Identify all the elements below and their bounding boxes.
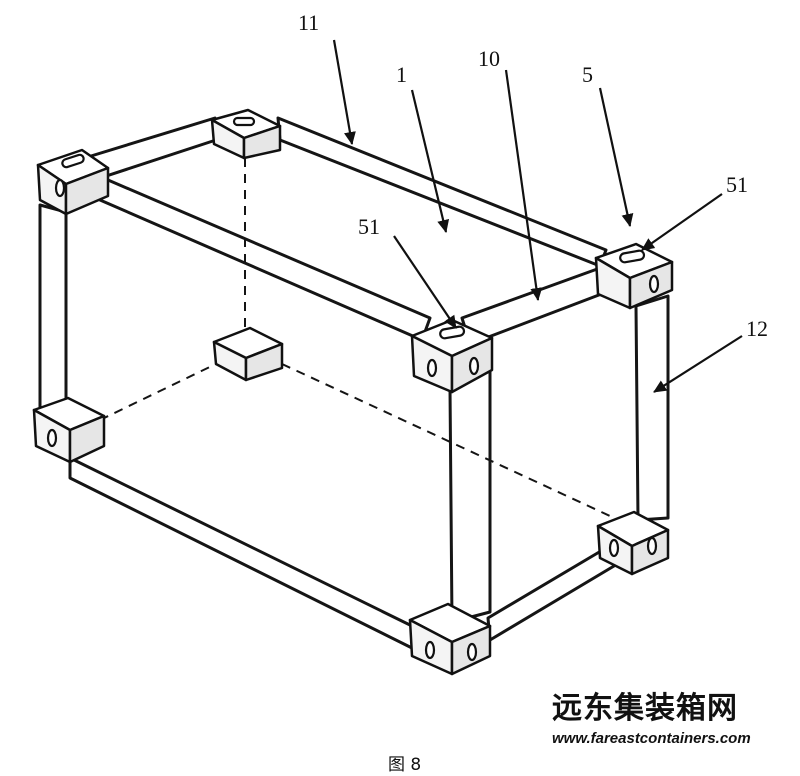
part-label-5: 5 [582,62,593,87]
figure-caption: 图 8 [388,755,421,775]
bottom-side-rail-front [68,456,414,650]
corner-fitting-top-left-back [210,108,282,160]
part-labels: 11 1 10 5 51 51 12 [298,10,768,341]
watermark-url: www.fareastcontainers.com [552,730,751,747]
arrow-10 [504,69,543,301]
corner-post-right-front [448,368,492,624]
arrow-1 [410,89,450,233]
bottom-end-rail-right [486,546,616,642]
arrow-5 [598,87,634,227]
corner-fitting-top-right-back [594,242,674,310]
corner-fittings [32,108,674,676]
part-label-1: 1 [396,62,407,87]
leader-arrows [332,39,743,393]
arrow-12 [653,335,743,393]
top-longitudinal-front [98,178,432,342]
hidden-bottom-back-rail [281,363,611,517]
watermark-brand: 远东集装箱网 [552,691,738,726]
top-end-rail-right [460,266,614,346]
corner-fitting-top-right-front [410,318,494,394]
part-label-51-right: 51 [726,172,748,197]
corner-fitting-bottom-right-front [408,602,492,676]
corner-fitting-top-left-front [36,148,110,216]
top-longitudinal-back [276,116,608,268]
part-label-10: 10 [478,46,500,71]
corner-fitting-bottom-left-front [32,396,106,464]
corner-fitting-bottom-right-back [596,510,670,576]
arrow-51-front [393,235,457,329]
corner-post-right-back [634,294,670,522]
hidden-bottom-left-end-rail [99,361,221,421]
part-label-11: 11 [298,10,319,35]
part-label-51-front: 51 [358,214,380,239]
corner-fitting-bottom-left-back [212,326,284,382]
corner-post-left-front [38,203,68,412]
hidden-edges [99,158,611,517]
frame-beams [38,116,670,650]
watermark: 远东集装箱网 www.fareastcontainers.com [552,691,751,747]
arrow-51-right [641,193,723,251]
arrow-11 [332,39,356,145]
part-label-12: 12 [746,316,768,341]
